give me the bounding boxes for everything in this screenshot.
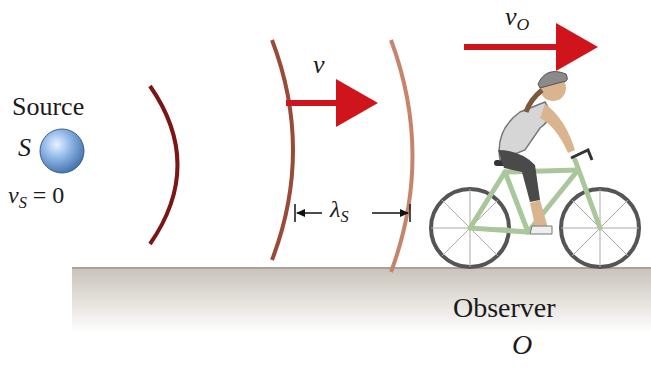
source-speed: vS = 0 (8, 182, 64, 212)
source-symbol: S (18, 133, 31, 163)
dimension-arrow (372, 212, 408, 214)
symbol: v (505, 2, 517, 31)
observer-symbol: O (512, 329, 532, 361)
wavefront (391, 40, 413, 272)
wave-speed: v (313, 50, 325, 80)
velocity-arrow (286, 100, 372, 106)
wavefront (150, 86, 178, 244)
subscript: O (517, 14, 530, 34)
ground (72, 268, 651, 332)
symbol: v (8, 182, 19, 208)
observer-speed: vO (505, 2, 529, 34)
source-sphere (40, 129, 84, 173)
value: = 0 (27, 182, 65, 208)
subscript: S (340, 207, 348, 226)
velocity-arrow (464, 44, 592, 50)
dimension-tick (294, 204, 296, 222)
symbol: λ (330, 196, 340, 222)
wavefront (272, 40, 293, 260)
observer-label: Observer (453, 292, 556, 324)
dimension-tick (409, 204, 411, 222)
source-label: Source (12, 92, 84, 122)
cyclist (431, 72, 639, 267)
wavelength-label: λS (330, 196, 349, 226)
dimension-arrow (297, 212, 322, 214)
ground-line (72, 267, 651, 269)
subscript: S (19, 193, 27, 212)
